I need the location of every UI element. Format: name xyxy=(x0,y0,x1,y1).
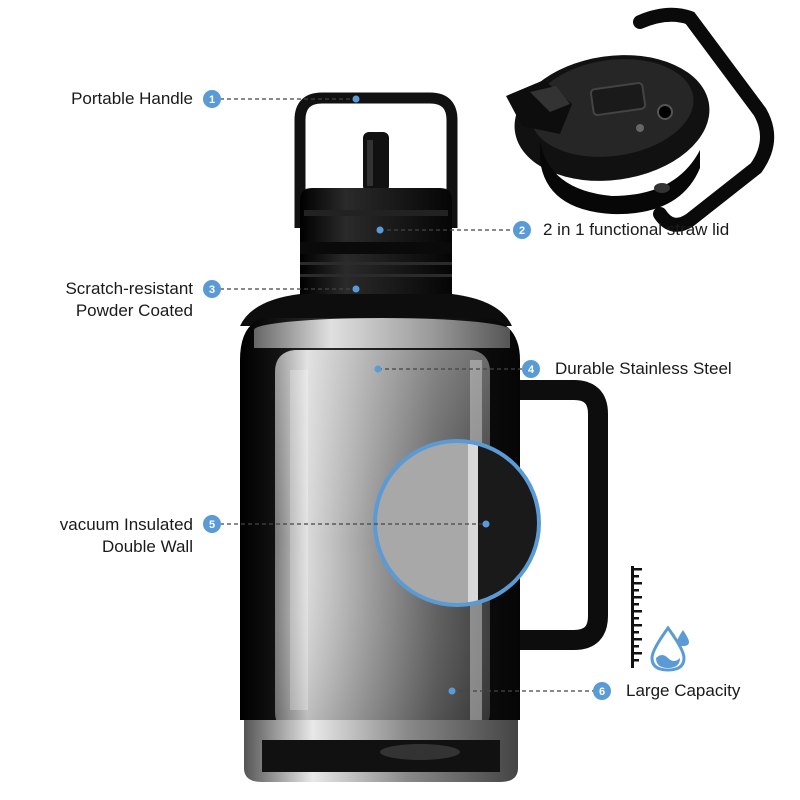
straw-spout xyxy=(363,132,389,192)
water-drop-icon xyxy=(650,625,689,672)
svg-text:1: 1 xyxy=(209,94,215,106)
callout-badge-2: 2 xyxy=(513,221,531,239)
label-large-capacity: Large Capacity xyxy=(626,681,741,700)
callout-badge-6: 6 xyxy=(593,682,611,700)
portable-handle xyxy=(294,92,458,228)
callout-badge-5: 5 xyxy=(203,515,221,533)
label-vacuum-insulated: vacuum Insulated Double Wall xyxy=(59,515,193,556)
label-straw-lid: 2 in 1 functional straw lid xyxy=(543,220,730,239)
side-handle xyxy=(508,380,608,650)
svg-text:4: 4 xyxy=(528,364,535,376)
svg-text:6: 6 xyxy=(599,686,605,698)
callout-badge-4: 4 xyxy=(522,360,540,378)
svg-text:5: 5 xyxy=(209,519,215,531)
label-powder-coated: Scratch-resistant Powder Coated xyxy=(65,279,193,320)
straw-lid xyxy=(300,188,452,248)
callout-lines xyxy=(220,98,594,692)
svg-text:2: 2 xyxy=(519,225,525,237)
label-stainless-steel: Durable Stainless Steel xyxy=(555,359,732,378)
callout-badge-1: 1 xyxy=(203,90,221,108)
lid-detail-image xyxy=(506,7,774,232)
label-portable-handle: Portable Handle xyxy=(71,89,193,108)
callout-badge-3: 3 xyxy=(203,280,221,298)
svg-text:3: 3 xyxy=(209,284,215,296)
measuring-scale-icon xyxy=(631,566,642,668)
